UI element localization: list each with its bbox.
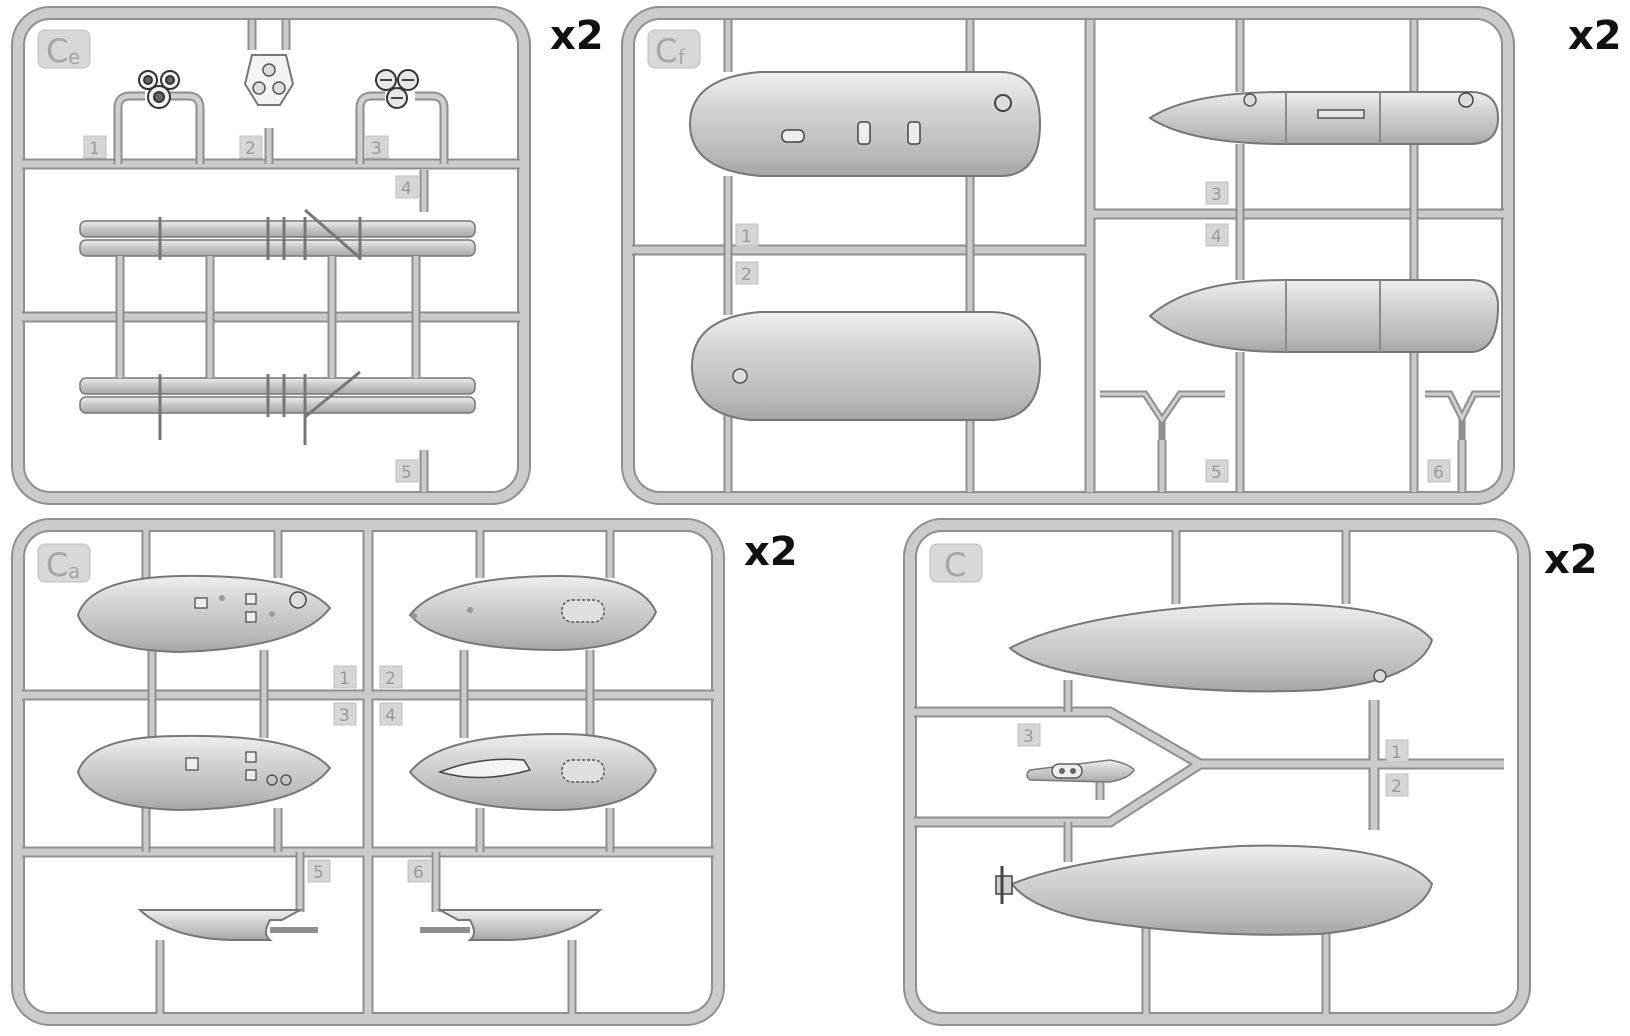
sprue-letter-sub: a bbox=[68, 559, 80, 583]
gate bbox=[1065, 530, 1349, 1014]
sprue-frame-inner bbox=[623, 8, 1513, 503]
part-number: 4 bbox=[1211, 227, 1222, 247]
front-mount-part bbox=[115, 93, 447, 164]
part-number: 1 bbox=[741, 227, 752, 247]
sprue-letter-tag bbox=[929, 543, 983, 583]
fairing-part bbox=[137, 909, 318, 941]
sprue-letter-sub: e bbox=[68, 45, 80, 69]
sprue-frame-inner bbox=[13, 8, 529, 503]
y-bracket-part bbox=[1100, 392, 1500, 423]
pod-half-part bbox=[408, 732, 658, 812]
part-number: 6 bbox=[413, 863, 424, 883]
sprue-letter: C bbox=[46, 32, 68, 70]
pod-half-part bbox=[76, 734, 332, 812]
part-number: 3 bbox=[1023, 727, 1034, 747]
part-number-tags: 1 2 3 4 5 bbox=[83, 135, 419, 483]
upper-fuselage-part bbox=[1008, 602, 1434, 693]
runner bbox=[22, 530, 714, 1014]
part-number: 2 bbox=[1391, 777, 1402, 797]
gate bbox=[725, 20, 1417, 492]
part-number: 5 bbox=[401, 463, 412, 483]
gate bbox=[143, 530, 613, 1014]
part-number: 1 bbox=[89, 139, 100, 159]
plate-part bbox=[243, 54, 295, 106]
fairing-part bbox=[420, 909, 603, 941]
sprue-frame-inner bbox=[905, 520, 1529, 1024]
sprue-letter-tag bbox=[37, 543, 91, 583]
sprue-c: C 1 2 3 bbox=[903, 518, 1531, 1026]
part-number: 1 bbox=[1391, 743, 1402, 763]
part-number: 5 bbox=[313, 863, 324, 883]
quantity-label-cf: x2 bbox=[1568, 13, 1622, 59]
part-number: 2 bbox=[245, 139, 256, 159]
part-number: 5 bbox=[1211, 463, 1222, 483]
gate bbox=[249, 20, 427, 492]
part-number: 1 bbox=[339, 669, 350, 689]
sprue-cf: C f 1 2 3 4 5 6 bbox=[621, 6, 1515, 505]
part-number: 3 bbox=[371, 139, 382, 159]
part-number-tags: 1 2 3 4 5 6 bbox=[735, 181, 1451, 483]
upper-tank-part bbox=[1148, 91, 1500, 145]
sprue-letter-sub: f bbox=[678, 45, 686, 69]
pod-half-part bbox=[408, 574, 658, 652]
sprue-letter-tag bbox=[647, 29, 701, 69]
part-number: 4 bbox=[385, 706, 396, 726]
gate bbox=[117, 256, 419, 378]
pod-half-part bbox=[76, 574, 332, 654]
part-number-tags: 1 2 3 bbox=[1017, 723, 1409, 797]
gauge-cluster bbox=[375, 69, 419, 109]
gauge-cluster bbox=[138, 70, 180, 109]
part-number: 3 bbox=[1211, 185, 1222, 205]
sprue-letter: C bbox=[944, 546, 966, 584]
runner bbox=[632, 20, 1504, 492]
part-number-tags: 1 2 3 4 5 6 bbox=[307, 665, 431, 883]
part-number: 3 bbox=[339, 706, 350, 726]
gate bbox=[1159, 440, 1465, 492]
upper-hull-part bbox=[688, 71, 1042, 177]
quantity-label-ce: x2 bbox=[550, 13, 604, 59]
quantity-label-ca: x2 bbox=[744, 529, 798, 575]
part-number: 4 bbox=[401, 179, 412, 199]
sprue-ca: C a 1 2 3 4 5 6 bbox=[11, 518, 725, 1026]
part-number: 2 bbox=[385, 669, 396, 689]
sprue-frame-inner bbox=[13, 520, 723, 1024]
lower-fuselage-part bbox=[995, 844, 1434, 936]
part-number: 2 bbox=[741, 265, 752, 285]
lower-tube-assembly bbox=[79, 370, 476, 445]
runner bbox=[914, 700, 1504, 830]
sprue-letter-tag bbox=[37, 29, 91, 69]
boat-part bbox=[1026, 759, 1135, 783]
quantity-label-c: x2 bbox=[1544, 537, 1598, 583]
sprue-ce: C e 1 2 3 4 5 bbox=[11, 6, 531, 505]
lower-hull-part bbox=[690, 311, 1042, 421]
sprue-letter: C bbox=[46, 546, 68, 584]
part-number: 6 bbox=[1433, 463, 1444, 483]
lower-tank-part bbox=[1148, 279, 1500, 353]
sprue-frame bbox=[903, 518, 1531, 1026]
sprue-letter: C bbox=[655, 32, 677, 70]
upper-tube-assembly bbox=[79, 208, 476, 260]
